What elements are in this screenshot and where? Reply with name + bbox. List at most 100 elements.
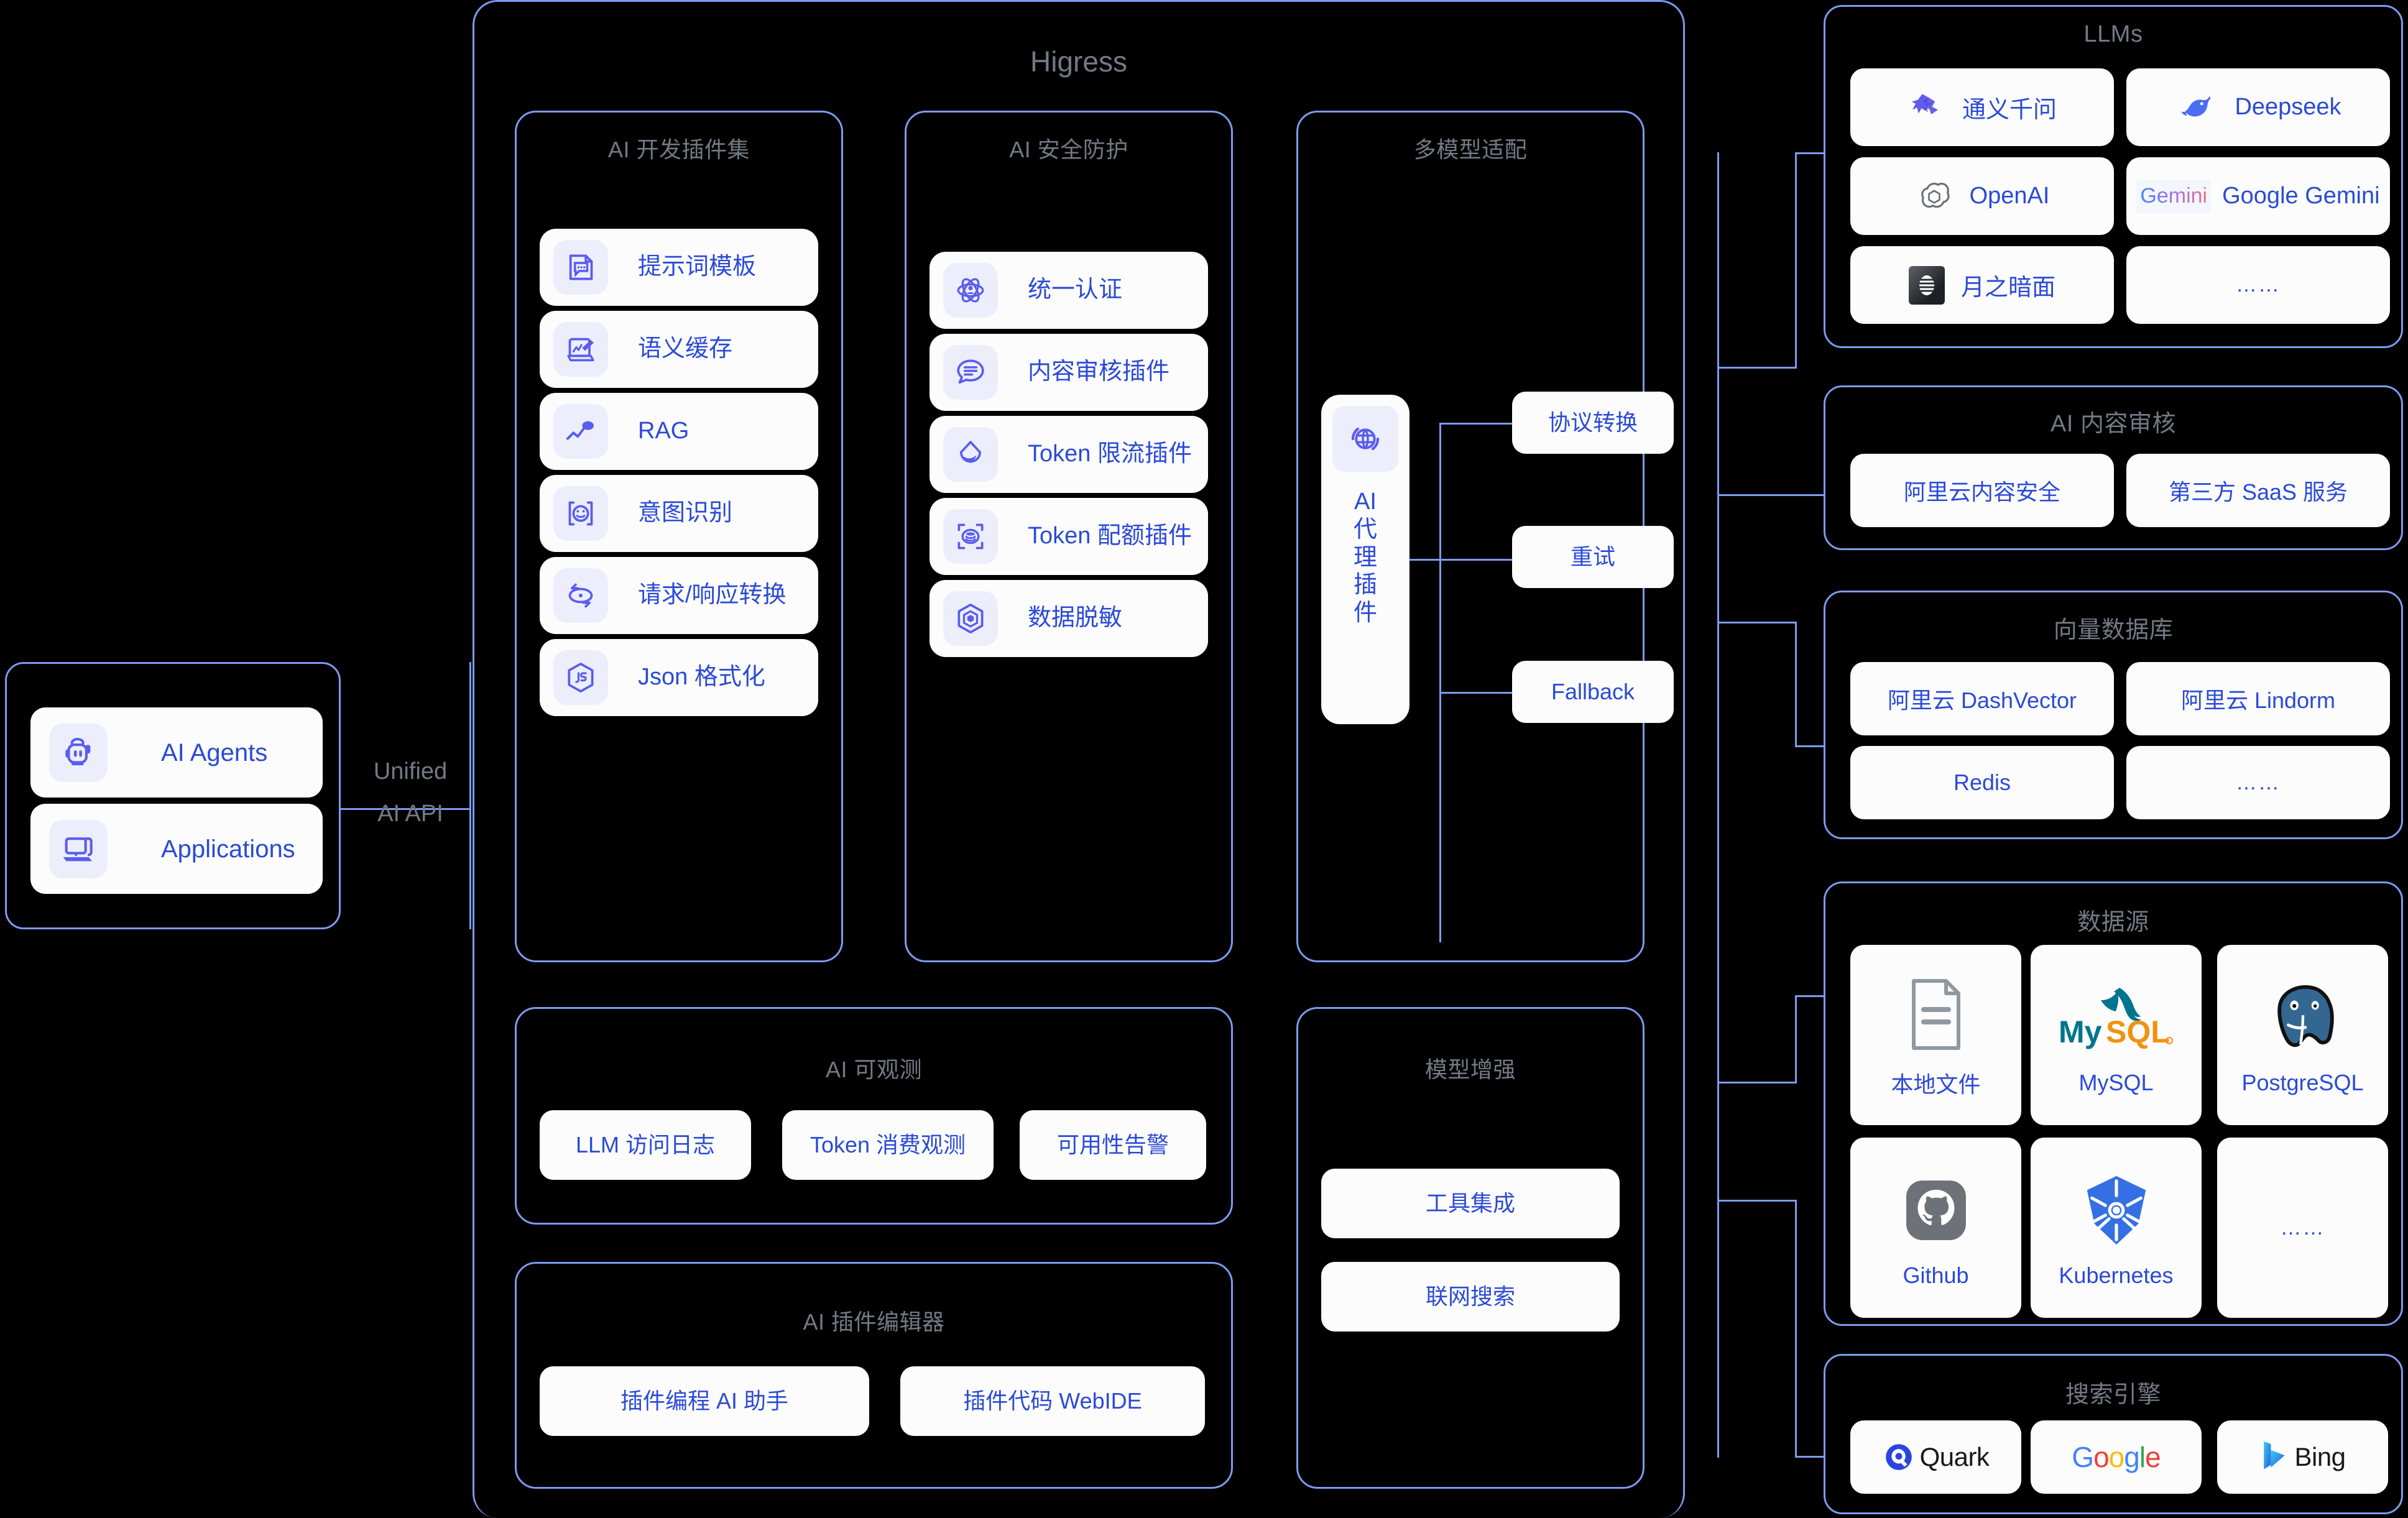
security-item-token-ratelimit[interactable]: Token 限流插件: [930, 416, 1208, 493]
plugin-item-request-response-transform[interactable]: 请求/响应转换: [540, 557, 818, 634]
ai-proxy-plugin-card[interactable]: AI 代理插件: [1321, 395, 1409, 724]
connector-search-h1: [1717, 1200, 1797, 1202]
observability-item-availability-alert[interactable]: 可用性告警: [1020, 1110, 1206, 1180]
section-model-enhance: [1296, 1007, 1645, 1489]
mysql-logo: My SQL: [2057, 974, 2175, 1061]
connector-content-review-h: [1717, 494, 1825, 496]
plugin-item-semantic-cache[interactable]: 语义缓存: [540, 311, 818, 388]
api-bridge-top-line: [341, 808, 471, 810]
security-item-unified-auth[interactable]: 统一认证: [930, 252, 1208, 329]
security-item-content-review[interactable]: 内容审核插件: [930, 334, 1208, 411]
llm-label: Deepseek: [2235, 94, 2341, 120]
vectordb-card-lindorm[interactable]: 阿里云 Lindorm: [2126, 662, 2390, 735]
client-card-ai-agents[interactable]: AI Agents: [30, 707, 323, 798]
panel-title-data-sources: 数据源: [2077, 909, 2149, 936]
llm-label: ……: [2236, 273, 2281, 297]
connector-llms-v: [1795, 152, 1797, 369]
api-bridge-right-line: [469, 662, 471, 929]
llm-card-moonshot[interactable]: 月之暗面: [1850, 246, 2114, 324]
datasource-label: 本地文件: [1891, 1072, 1981, 1097]
datasource-card-local-file[interactable]: 本地文件: [1850, 945, 2021, 1125]
gemini-logo: Gemini: [2136, 179, 2212, 213]
client-card-applications[interactable]: Applications: [30, 804, 323, 894]
connector-datasource-h2: [1795, 995, 1825, 997]
observability-label: LLM 访问日志: [575, 1132, 716, 1158]
rag-trend-icon: [553, 404, 608, 459]
transform-icon: [553, 568, 608, 623]
observability-item-llm-access-log[interactable]: LLM 访问日志: [540, 1110, 751, 1180]
plugin-editor-item-ai-assistant[interactable]: 插件编程 AI 助手: [540, 1366, 869, 1436]
atom-auth-icon: [943, 263, 998, 318]
plugin-label: RAG: [638, 418, 690, 444]
plugin-item-json-format[interactable]: Json 格式化: [540, 639, 818, 716]
openai-logo: [1915, 177, 1954, 216]
connector-search-h2: [1795, 1456, 1825, 1458]
connector-llms-h2: [1795, 152, 1825, 154]
observability-item-token-usage[interactable]: Token 消费观测: [782, 1110, 994, 1180]
multimodel-branch-fallback[interactable]: Fallback: [1512, 661, 1674, 723]
model-enhance-item-web-search[interactable]: 联网搜索: [1321, 1262, 1620, 1332]
model-enhance-label: 联网搜索: [1425, 1284, 1515, 1310]
search-card-google[interactable]: Google: [2031, 1420, 2202, 1494]
kubernetes-logo: [2077, 1167, 2156, 1254]
section-title-model-enhance: 模型增强: [1424, 1057, 1516, 1082]
datasource-label: ……: [2280, 1215, 2325, 1240]
llm-card-qwen[interactable]: 通义千问: [1850, 68, 2114, 146]
qwen-logo: [1907, 88, 1946, 127]
droplet-ratelimit-icon: [943, 427, 998, 482]
datasource-card-github[interactable]: Github: [1850, 1138, 2021, 1318]
section-title-plugin-editor: AI 插件编辑器: [803, 1309, 945, 1335]
proxy-trunk-line: [1409, 559, 1513, 561]
datasource-card-postgresql[interactable]: PostgreSQL: [2217, 945, 2388, 1125]
cube-shield-icon: [943, 591, 998, 646]
plugin-editor-item-webide[interactable]: 插件代码 WebIDE: [900, 1366, 1205, 1436]
security-label: 数据脱敏: [1028, 605, 1123, 632]
datasource-card-mysql[interactable]: My SQL MySQL: [2031, 945, 2202, 1125]
multimodel-branch-retry[interactable]: 重试: [1512, 526, 1674, 588]
client-label: Applications: [161, 835, 295, 863]
section-title-observability: AI 可观测: [825, 1057, 923, 1082]
plugin-editor-label: 插件编程 AI 助手: [620, 1388, 789, 1414]
multimodel-branch-protocol-convert[interactable]: 协议转换: [1512, 392, 1674, 454]
deepseek-whale-logo: [2175, 86, 2218, 129]
security-label: Token 限流插件: [1028, 441, 1192, 467]
file-icon: [1906, 971, 1966, 1058]
vectordb-card-dashvector[interactable]: 阿里云 DashVector: [1850, 662, 2114, 735]
branch-label: 协议转换: [1548, 410, 1638, 436]
search-card-quark[interactable]: Quark: [1850, 1420, 2021, 1494]
security-item-data-masking[interactable]: 数据脱敏: [930, 580, 1208, 657]
connector-spine: [1717, 152, 1719, 1458]
vectordb-label: 阿里云 Lindorm: [2180, 688, 2336, 713]
vectordb-card-redis[interactable]: Redis: [1850, 746, 2114, 819]
search-card-bing[interactable]: Bing: [2217, 1420, 2388, 1494]
llm-card-more[interactable]: ……: [2126, 246, 2390, 324]
unified-api-label-line2: AI API: [377, 801, 443, 827]
branch-label: 重试: [1570, 544, 1615, 570]
bing-logo: Bing: [2259, 1440, 2346, 1474]
datasource-label: Kubernetes: [2059, 1263, 2174, 1288]
section-title-security: AI 安全防护: [1009, 137, 1128, 162]
datasource-card-kubernetes[interactable]: Kubernetes: [2031, 1138, 2202, 1318]
connector-datasource-h1: [1717, 1082, 1797, 1083]
datasource-card-more[interactable]: ……: [2217, 1138, 2388, 1318]
js-hex-icon: [553, 650, 608, 705]
llm-card-gemini[interactable]: Gemini Google Gemini: [2126, 157, 2390, 235]
ai-proxy-plugin-label: AI 代理插件: [1353, 489, 1377, 627]
panel-title-vector-db: 向量数据库: [2053, 617, 2174, 643]
llm-label: 月之暗面: [1960, 275, 2055, 301]
proxy-branch-vertical: [1439, 423, 1441, 942]
plugin-item-prompt-template[interactable]: 提示词模板: [540, 229, 818, 306]
plugin-item-rag[interactable]: RAG: [540, 393, 818, 470]
plugin-editor-label: 插件代码 WebIDE: [963, 1388, 1142, 1414]
content-review-card-saas[interactable]: 第三方 SaaS 服务: [2126, 454, 2390, 527]
content-review-card-aliyun[interactable]: 阿里云内容安全: [1850, 454, 2114, 527]
plugin-item-intent-recognition[interactable]: 意图识别: [540, 475, 818, 552]
security-item-token-quota[interactable]: Token 配额插件: [930, 498, 1208, 575]
llm-card-openai[interactable]: OpenAI: [1850, 157, 2114, 235]
quota-scan-icon: [943, 509, 998, 564]
content-review-label: 阿里云内容安全: [1903, 479, 2060, 505]
quark-logo: Quark: [1883, 1441, 1990, 1473]
llm-card-deepseek[interactable]: Deepseek: [2126, 68, 2390, 146]
vectordb-card-more[interactable]: ……: [2126, 746, 2390, 819]
model-enhance-item-tool-integration[interactable]: 工具集成: [1321, 1169, 1620, 1238]
